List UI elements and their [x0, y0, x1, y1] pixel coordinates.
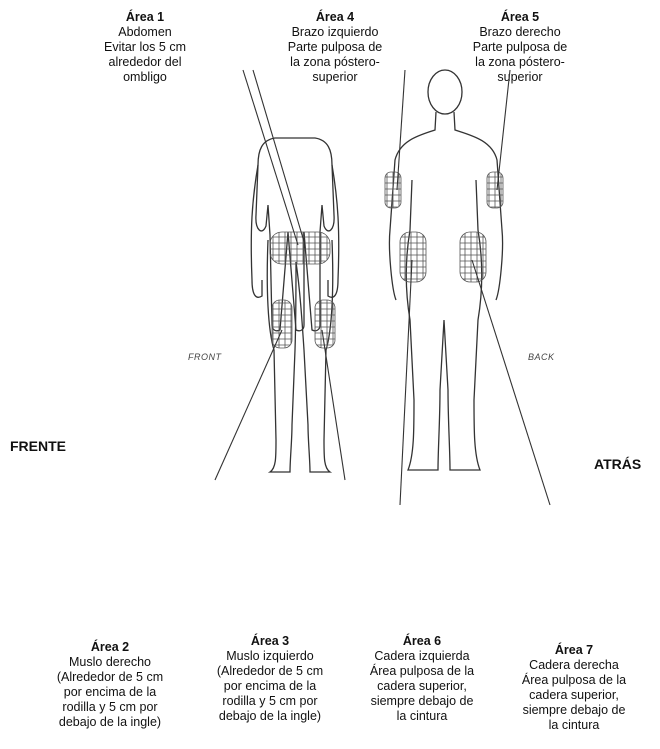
area-2-line: rodilla y 5 cm por — [48, 700, 172, 715]
area-7-line: Área pulposa de la — [510, 673, 638, 688]
pointer-area-5 — [497, 70, 510, 190]
area-7-line: cadera superior, — [510, 688, 638, 703]
back-left-hip-area — [400, 232, 426, 282]
area-6-title: Área 6 — [358, 634, 486, 649]
area-3-title: Área 3 — [208, 634, 332, 649]
area-7-line: siempre debajo de — [510, 703, 638, 718]
area-2-title: Área 2 — [48, 640, 172, 655]
area-3-line: debajo de la ingle) — [208, 709, 332, 724]
back-right-arm-area — [487, 172, 503, 208]
area-2-line: (Alrededor de 5 cm — [48, 670, 172, 685]
back-figure-tag: BACK — [528, 352, 555, 362]
back-right-hip-area — [460, 232, 486, 282]
back-torso-legs — [406, 180, 482, 470]
area-3-line: por encima de la — [208, 679, 332, 694]
pointer-area-1b — [253, 70, 305, 245]
front-side-label: FRENTE — [10, 438, 66, 454]
back-side-label: ATRÁS — [594, 456, 641, 472]
area-7-title: Área 7 — [510, 643, 638, 658]
area-7-label: Área 7 Cadera derecha Área pulposa de la… — [510, 643, 638, 733]
back-head — [428, 70, 462, 114]
area-3-line: rodilla y 5 cm por — [208, 694, 332, 709]
area-7-line: Cadera derecha — [510, 658, 638, 673]
area-6-line: Cadera izquierda — [358, 649, 486, 664]
area-6-line: siempre debajo de — [358, 694, 486, 709]
front-abdomen-area — [270, 232, 330, 264]
front-left-thigh-area — [272, 300, 292, 348]
area-2-line: debajo de la ingle) — [48, 715, 172, 730]
pointer-area-2 — [215, 330, 282, 480]
pointer-area-3 — [322, 330, 345, 480]
area-6-line: Área pulposa de la — [358, 664, 486, 679]
front-right-thigh-area — [315, 300, 335, 348]
front-figure-tag: FRONT — [188, 352, 222, 362]
pointer-area-4 — [397, 70, 405, 190]
area-7-line: la cintura — [510, 718, 638, 733]
area-3-line: (Alrededor de 5 cm — [208, 664, 332, 679]
area-6-line: la cintura — [358, 709, 486, 724]
area-6-line: cadera superior, — [358, 679, 486, 694]
area-6-label: Área 6 Cadera izquierda Área pulposa de … — [358, 634, 486, 724]
area-2-label: Área 2 Muslo derecho (Alrededor de 5 cm … — [48, 640, 172, 730]
pointer-area-7 — [472, 260, 550, 505]
front-right-leg — [296, 240, 333, 472]
pointer-area-6 — [400, 260, 412, 505]
area-2-line: por encima de la — [48, 685, 172, 700]
area-2-line: Muslo derecho — [48, 655, 172, 670]
area-3-label: Área 3 Muslo izquierdo (Alrededor de 5 c… — [208, 634, 332, 724]
area-3-line: Muslo izquierdo — [208, 649, 332, 664]
pointer-lines — [215, 70, 550, 505]
back-left-arm-area — [385, 172, 401, 208]
